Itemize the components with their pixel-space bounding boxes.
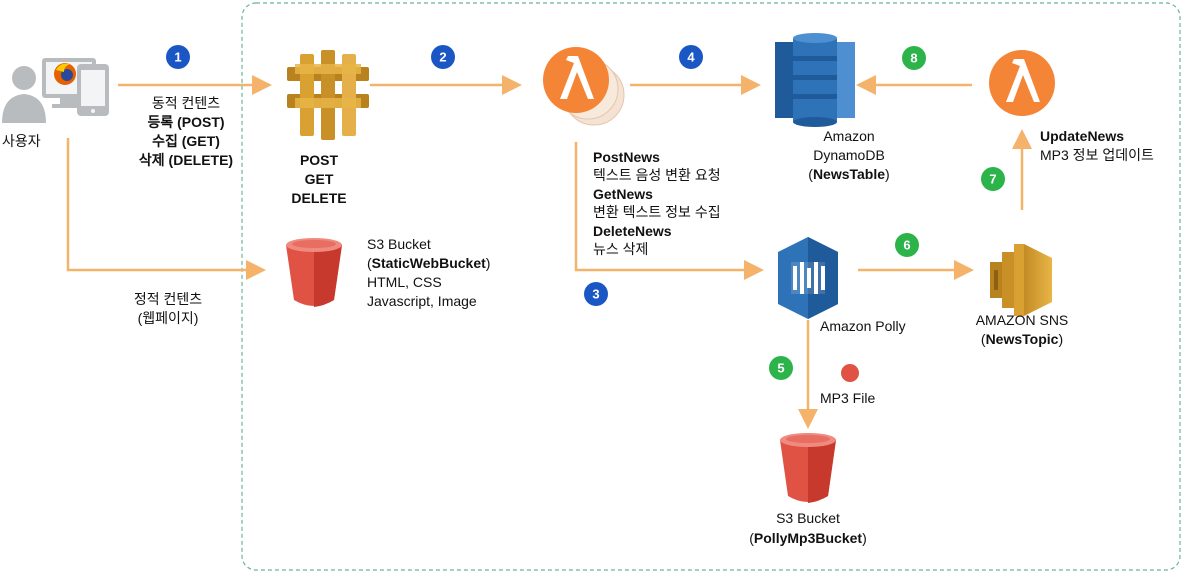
step-badge-1: 1 — [166, 45, 190, 69]
svg-text:1: 1 — [174, 50, 181, 65]
dynamic-content-label: 동적 컨텐츠 등록 (POST) 수집 (GET) 삭제 (DELETE) — [139, 95, 233, 168]
lambda-functions-icon — [543, 47, 625, 126]
update-lambda-icon — [989, 50, 1055, 116]
svg-text:등록 (POST): 등록 (POST) — [147, 114, 224, 130]
step-badge-6: 6 — [895, 233, 919, 257]
get-news-name: GetNews — [593, 186, 653, 202]
svg-text:삭제 (DELETE): 삭제 (DELETE) — [139, 152, 233, 168]
svg-text:2: 2 — [439, 50, 446, 65]
svg-text:Amazon: Amazon — [823, 128, 874, 144]
svg-text:GET: GET — [305, 171, 334, 187]
mp3-file-dot — [841, 364, 859, 382]
arrow-lambda-to-polly — [574, 142, 764, 280]
arrow-user-to-s3-web — [66, 138, 266, 280]
svg-text:AMAZON SNS: AMAZON SNS — [976, 312, 1069, 328]
s3-static-web-bucket-icon — [286, 238, 342, 307]
s3-mp3-bucket-icon — [780, 433, 836, 503]
s3-static-web-bucket-label: S3 Bucket (StaticWebBucket) HTML, CSS Ja… — [367, 236, 490, 309]
step-badge-8: 8 — [902, 46, 926, 70]
svg-text:(웹페이지): (웹페이지) — [138, 310, 199, 326]
svg-text:수집 (GET): 수집 (GET) — [152, 133, 220, 149]
mp3-file-label: MP3 File — [820, 390, 875, 406]
dynamodb-table-name: NewsTable — [813, 166, 885, 182]
dynamodb-icon — [775, 33, 855, 127]
api-gateway-icon — [287, 50, 369, 140]
svg-text:DELETE: DELETE — [291, 190, 346, 206]
svg-text:(PollyMp3Bucket): (PollyMp3Bucket) — [749, 530, 866, 546]
amazon-polly-label: Amazon Polly — [820, 318, 906, 334]
svg-text:Javascript, Image: Javascript, Image — [367, 293, 477, 309]
svg-text:3: 3 — [592, 287, 599, 302]
svg-text:동적 컨텐츠: 동적 컨텐츠 — [152, 95, 220, 111]
polly-mp3-bucket-name: PollyMp3Bucket — [754, 530, 862, 546]
static-web-bucket-name: StaticWebBucket — [372, 255, 486, 271]
svg-text:(StaticWebBucket): (StaticWebBucket) — [367, 255, 490, 271]
sns-topic-name: NewsTopic — [986, 331, 1059, 347]
svg-text:7: 7 — [989, 172, 996, 187]
step-badge-7: 7 — [981, 167, 1005, 191]
dynamodb-label: Amazon DynamoDB (NewsTable) — [808, 128, 889, 182]
arrows — [66, 75, 1032, 429]
lambda-functions-list: PostNews 텍스트 음성 변환 요청 GetNews 변환 텍스트 정보 … — [593, 149, 721, 257]
svg-text:4: 4 — [687, 50, 695, 65]
step-badges: 1 2 3 4 5 6 7 8 — [166, 45, 1005, 380]
mobile-device-icon — [77, 64, 109, 116]
step-badge-4: 4 — [679, 45, 703, 69]
post-news-name: PostNews — [593, 149, 660, 165]
amazon-polly-icon — [778, 237, 838, 319]
svg-text:MP3 정보 업데이트: MP3 정보 업데이트 — [1040, 147, 1154, 163]
step-badge-2: 2 — [431, 45, 455, 69]
static-content-label: 정적 컨텐츠 (웹페이지) — [134, 291, 202, 326]
svg-text:POST: POST — [300, 152, 339, 168]
step-badge-5: 5 — [769, 356, 793, 380]
delete-news-desc: 뉴스 삭제 — [593, 241, 648, 257]
svg-text:DynamoDB: DynamoDB — [813, 147, 885, 163]
api-gateway-methods: POST GET DELETE — [291, 152, 346, 206]
svg-text:UpdateNews: UpdateNews — [1040, 128, 1124, 144]
delete-news-name: DeleteNews — [593, 223, 672, 239]
update-lambda-label: UpdateNews MP3 정보 업데이트 — [1040, 128, 1154, 163]
aws-cloud-boundary — [241, 2, 1181, 571]
firefox-icon — [54, 63, 76, 85]
svg-text:8: 8 — [910, 51, 917, 66]
amazon-sns-icon — [990, 244, 1052, 316]
get-news-desc: 변환 텍스트 정보 수집 — [593, 204, 721, 220]
user-label: 사용자 — [2, 133, 41, 149]
svg-text:6: 6 — [903, 238, 910, 253]
svg-text:5: 5 — [777, 361, 784, 376]
svg-text:(NewsTable): (NewsTable) — [808, 166, 889, 182]
s3-mp3-bucket-label: S3 Bucket (PollyMp3Bucket) — [749, 510, 866, 546]
svg-text:(NewsTopic): (NewsTopic) — [981, 331, 1063, 347]
post-news-desc: 텍스트 음성 변환 요청 — [593, 167, 721, 183]
svg-text:정적 컨텐츠: 정적 컨텐츠 — [134, 291, 202, 307]
step-badge-3: 3 — [584, 282, 608, 306]
svg-text:S3 Bucket: S3 Bucket — [776, 510, 840, 526]
amazon-sns-label: AMAZON SNS (NewsTopic) — [976, 312, 1069, 347]
svg-text:S3 Bucket: S3 Bucket — [367, 236, 431, 252]
svg-text:HTML, CSS: HTML, CSS — [367, 274, 442, 290]
